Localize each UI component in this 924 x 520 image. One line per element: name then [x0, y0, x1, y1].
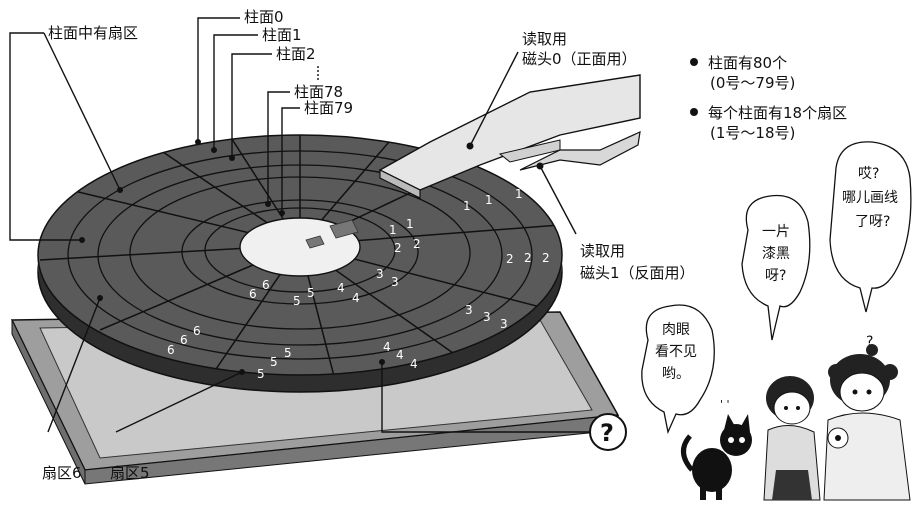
svg-text:2: 2	[394, 241, 402, 255]
svg-text:3: 3	[391, 275, 399, 289]
bubble-girl-right: 哎? 哪儿画线 了呀?	[829, 141, 912, 313]
svg-text:1: 1	[389, 223, 397, 237]
svg-text:2: 2	[542, 251, 550, 265]
svg-text:4: 4	[396, 348, 404, 362]
svg-text:5: 5	[284, 346, 292, 360]
label-cylinder-2: 柱面2	[276, 45, 316, 63]
svg-text:4: 4	[410, 357, 418, 371]
bubble-girl-left: 一片 漆黑 呀?	[741, 194, 811, 341]
svg-text:' ': ' '	[720, 398, 730, 411]
svg-text:1: 1	[406, 217, 414, 231]
leader-lines	[9, 17, 590, 433]
label-sectors-on-cylinder: 柱面中有扇区	[48, 24, 138, 42]
svg-text:一片: 一片	[762, 224, 790, 240]
svg-text:3: 3	[376, 267, 384, 281]
svg-text:6: 6	[249, 287, 257, 301]
question-mark-circle: ?	[589, 413, 627, 451]
svg-text:2: 2	[413, 237, 421, 251]
sector-numbers: 1 1 1 1 1 2 2 2 2 2 3 3 3 3 3 4 4 4 4 4 …	[167, 187, 550, 381]
note-1-line2: (0号～79号)	[710, 74, 795, 92]
svg-text:3: 3	[483, 310, 491, 324]
label-head1-line2: 磁头1（反面用）	[580, 264, 695, 282]
svg-text:呀?: 呀?	[765, 268, 786, 284]
svg-text:漆黑: 漆黑	[762, 246, 790, 262]
svg-text:6: 6	[193, 324, 201, 338]
label-sector-6: 扇区6	[42, 464, 82, 482]
svg-text:4: 4	[337, 281, 345, 295]
svg-text:?: ?	[866, 334, 873, 350]
label-sector-5: 扇区5	[110, 464, 150, 482]
svg-text:4: 4	[383, 340, 391, 354]
svg-text:2: 2	[524, 251, 532, 265]
label-cylinder-78: 柱面78	[294, 83, 343, 101]
svg-text:2: 2	[506, 252, 514, 266]
svg-text:1: 1	[463, 199, 471, 213]
svg-text:?: ?	[600, 419, 614, 447]
cat-illustration: ' '	[681, 398, 752, 500]
svg-text:哎?: 哎?	[858, 166, 879, 182]
note-2-line2: (1号～18号)	[710, 124, 795, 142]
svg-text:4: 4	[352, 291, 360, 305]
svg-text:肉眼: 肉眼	[662, 322, 690, 338]
svg-text:6: 6	[180, 333, 188, 347]
svg-text:6: 6	[167, 343, 175, 357]
svg-text:了呀?: 了呀?	[855, 214, 890, 230]
svg-text:哪儿画线: 哪儿画线	[842, 190, 898, 206]
svg-text:5: 5	[307, 286, 315, 300]
svg-text:3: 3	[465, 303, 473, 317]
label-head1-line1: 读取用	[580, 242, 625, 260]
labels: 柱面中有扇区 柱面0 柱面1 柱面2 柱面78 柱面79 读取用 磁头0（正面用…	[42, 8, 695, 482]
svg-text:1: 1	[515, 187, 523, 201]
svg-text:1: 1	[485, 193, 493, 207]
svg-text:3: 3	[500, 317, 508, 331]
label-cylinder-0: 柱面0	[244, 8, 284, 26]
notes: 柱面有80个 (0号～79号) 每个柱面有18个扇区 (1号～18号)	[690, 54, 847, 142]
svg-text:5: 5	[293, 294, 301, 308]
read-head-1	[519, 130, 641, 171]
svg-text:5: 5	[257, 367, 265, 381]
label-cylinder-79: 柱面79	[304, 99, 353, 117]
girls-illustration: ?	[763, 334, 911, 501]
note-1-line1: 柱面有80个	[708, 54, 787, 72]
bubble-cat: 肉眼 看不见 哟。	[641, 304, 715, 435]
track-rings	[67, 150, 533, 360]
hub	[239, 217, 361, 277]
label-cylinder-1: 柱面1	[262, 26, 302, 44]
svg-text:哟。: 哟。	[662, 366, 690, 382]
label-head0-line2: 磁头0（正面用）	[522, 50, 637, 68]
svg-text:6: 6	[262, 278, 270, 292]
label-head0-line1: 读取用	[522, 30, 567, 48]
note-2-line1: 每个柱面有18个扇区	[708, 104, 847, 122]
svg-text:5: 5	[270, 355, 278, 369]
read-head-0	[378, 74, 641, 199]
svg-text:看不见: 看不见	[655, 344, 697, 360]
